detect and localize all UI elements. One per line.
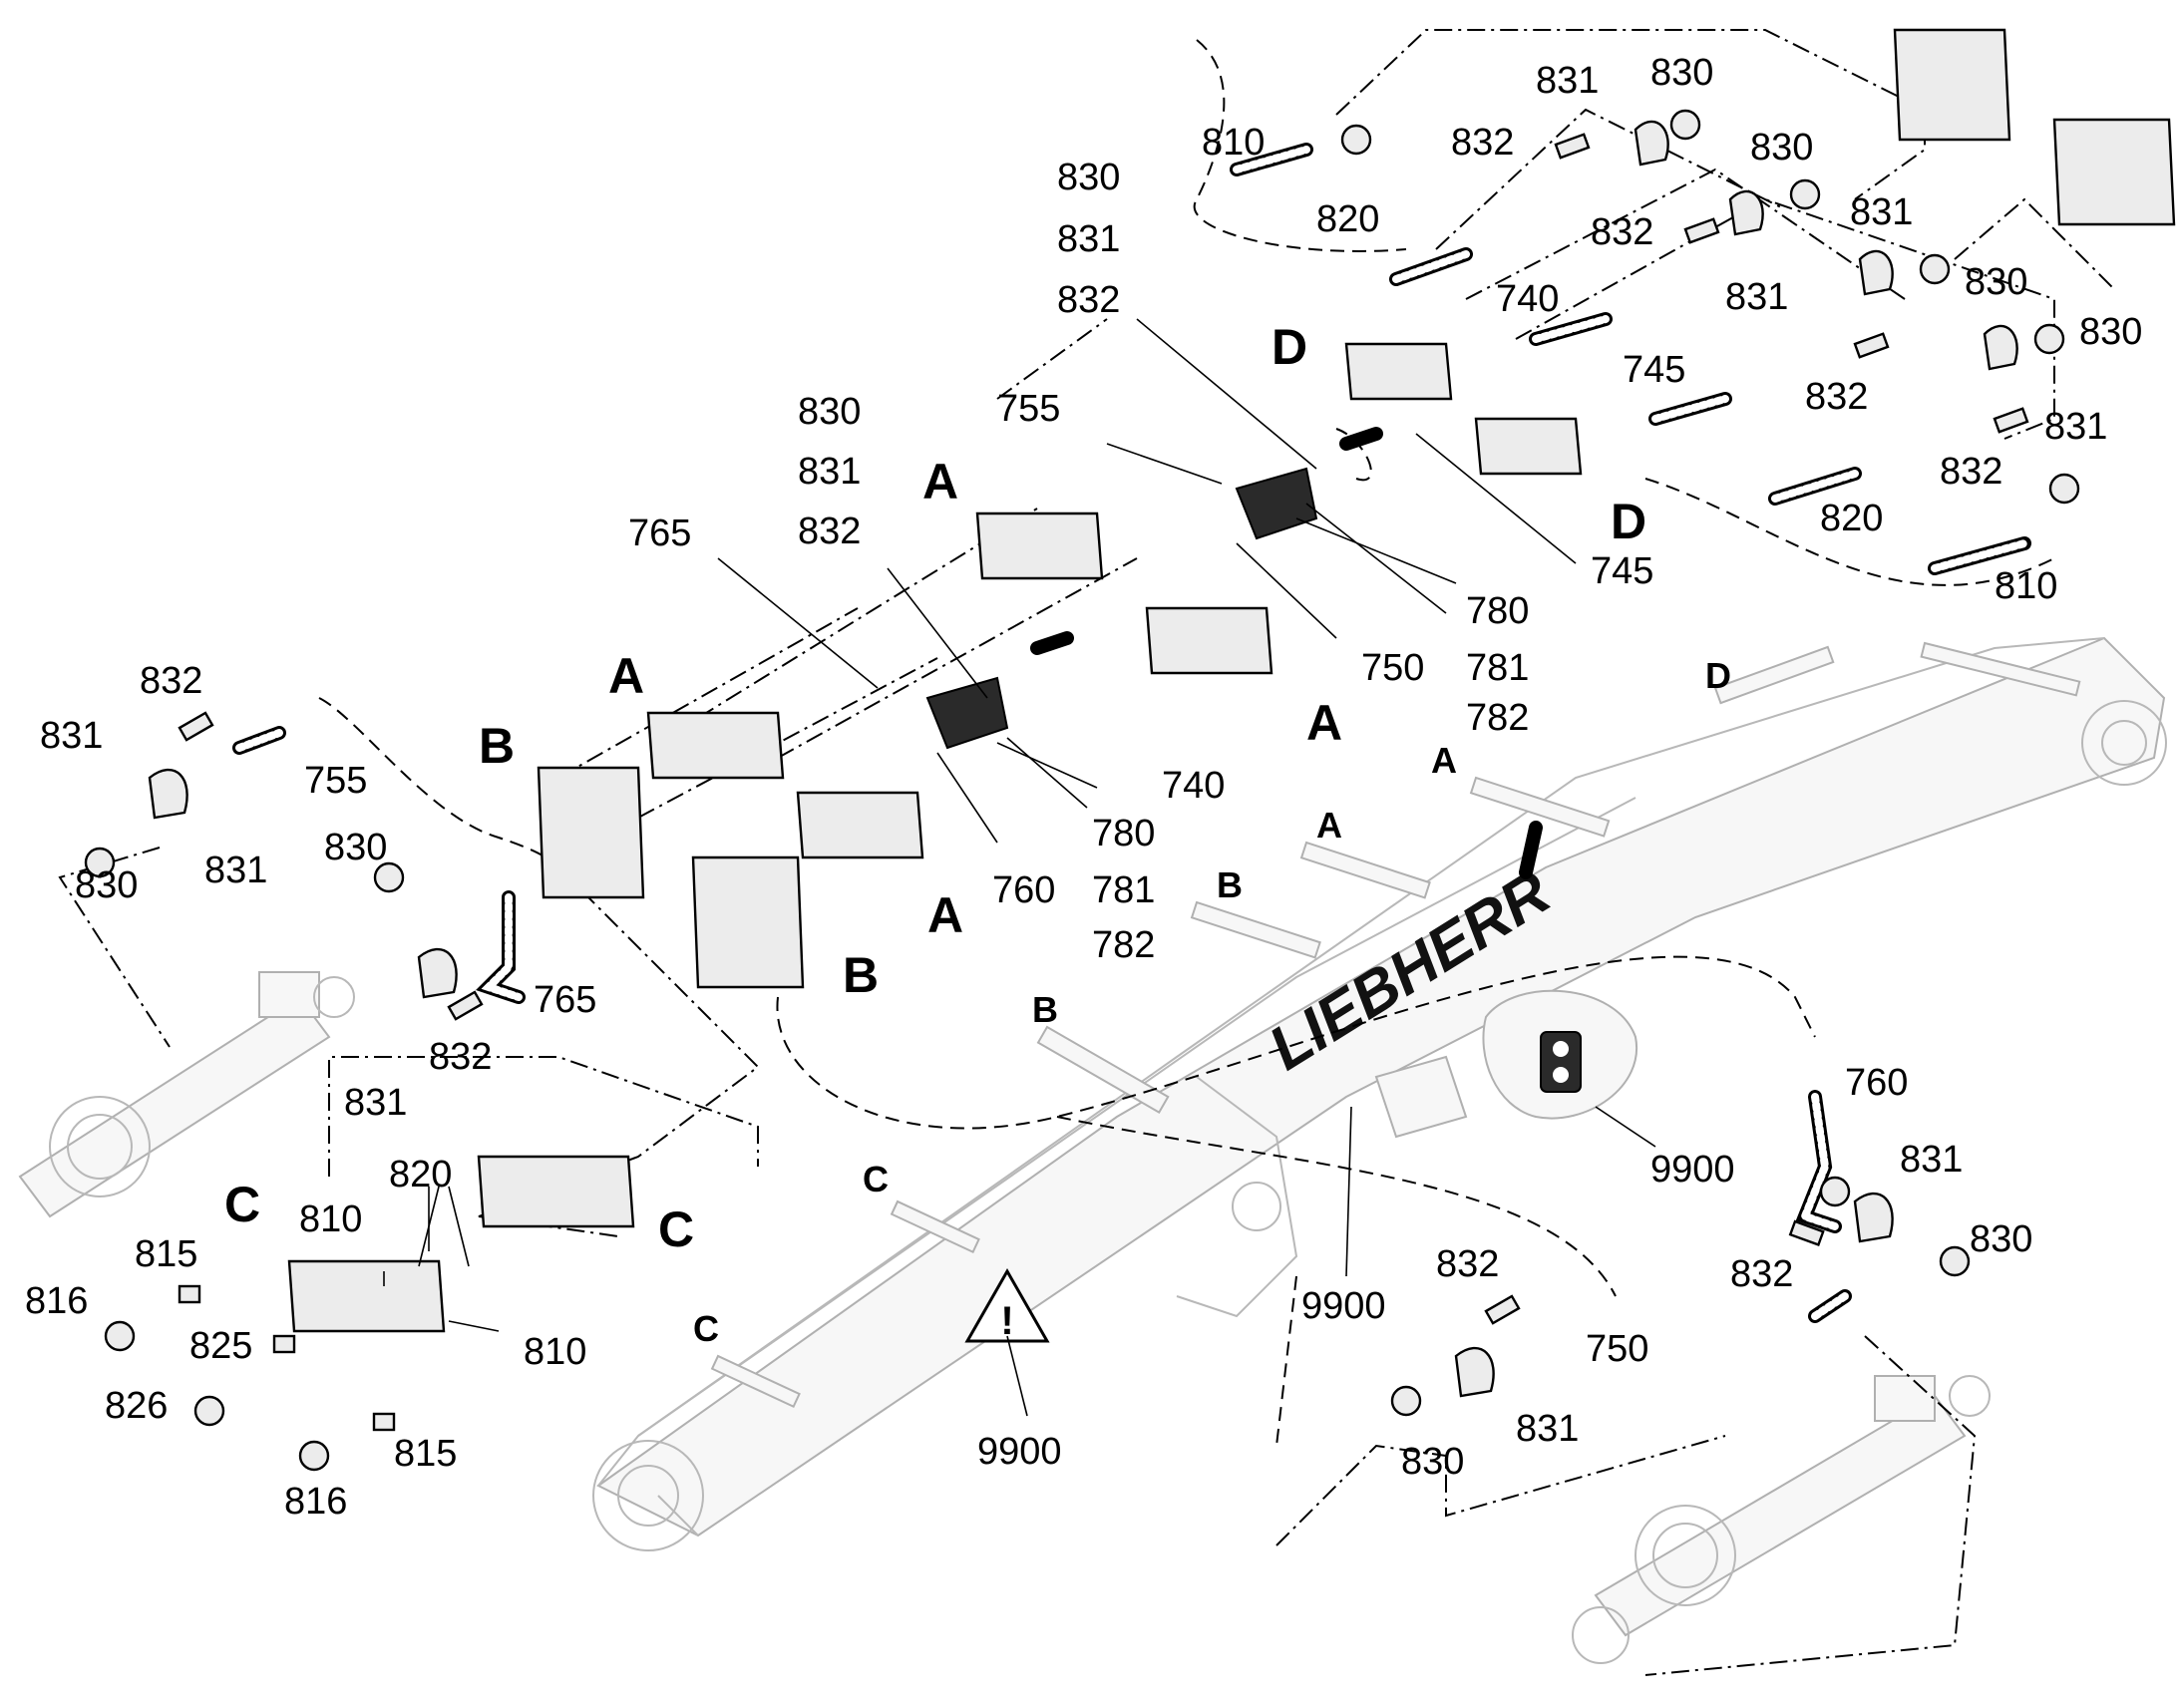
label-830: 830	[1401, 1441, 1464, 1483]
label-831: 831	[40, 715, 103, 757]
leader-lines	[383, 318, 1656, 1417]
label-832: 832	[798, 511, 861, 552]
label-831: 831	[344, 1082, 407, 1124]
section-b-boom-2: B	[1032, 989, 1058, 1030]
label-780: 780	[1466, 590, 1529, 632]
label-831: 831	[1850, 191, 1913, 233]
label-755: 755	[304, 760, 367, 802]
label-832: 832	[1436, 1243, 1499, 1285]
label-750: 750	[1361, 647, 1424, 689]
section-d-mid: D	[1611, 494, 1646, 549]
label-740: 740	[1162, 765, 1225, 807]
label-810: 810	[524, 1331, 586, 1373]
label-832: 832	[1591, 211, 1653, 253]
label-830: 830	[2079, 311, 2142, 353]
label-745: 745	[1591, 550, 1653, 592]
section-a-1: A	[922, 454, 958, 510]
section-b-2: B	[843, 947, 879, 1003]
left-cylinder	[18, 971, 355, 1218]
label-832: 832	[1730, 1253, 1793, 1295]
section-a-boom-1: A	[1431, 740, 1457, 781]
label-831: 831	[1900, 1139, 1963, 1181]
section-c-1: C	[224, 1177, 260, 1232]
label-830: 830	[75, 864, 138, 906]
section-c-boom-2: C	[693, 1308, 719, 1349]
clamp-blocks	[287, 28, 2176, 1333]
label-831: 831	[1725, 276, 1788, 318]
label-9900: 9900	[977, 1431, 1062, 1473]
label-9900: 9900	[1301, 1285, 1386, 1327]
label-9900: 9900	[1650, 1149, 1735, 1191]
section-a-3: A	[1306, 695, 1342, 751]
section-letters: D D A A A A B B C C D A A B B C C	[224, 319, 1731, 1349]
label-810: 810	[1202, 122, 1265, 164]
hoses	[232, 143, 2031, 1323]
label-750: 750	[1586, 1328, 1648, 1370]
part-number-labels: 810 831 830 832 830 830 831 832 820 832 …	[25, 52, 2142, 1523]
label-816: 816	[25, 1280, 88, 1322]
label-745: 745	[1623, 349, 1685, 391]
valve-blocks	[925, 467, 1318, 750]
section-a-4: A	[927, 887, 963, 943]
label-780: 780	[1092, 813, 1155, 854]
label-831: 831	[1057, 218, 1120, 260]
label-830: 830	[1057, 157, 1120, 198]
label-831: 831	[1516, 1408, 1579, 1450]
label-815: 815	[394, 1433, 457, 1475]
label-831: 831	[204, 850, 267, 891]
label-815: 815	[135, 1233, 197, 1275]
label-781: 781	[1466, 647, 1529, 689]
label-830: 830	[1650, 52, 1713, 94]
route-lines	[58, 29, 2115, 1676]
warning-icon: !	[964, 1267, 1050, 1343]
section-c-boom-1: C	[863, 1159, 889, 1199]
label-820: 820	[1820, 498, 1883, 539]
right-cylinder	[1572, 1375, 1991, 1664]
label-765: 765	[534, 979, 596, 1021]
svg-text:!: !	[1000, 1299, 1013, 1343]
label-820: 820	[1316, 198, 1379, 240]
label-831: 831	[1536, 60, 1599, 102]
label-832: 832	[140, 660, 202, 702]
label-781: 781	[1092, 869, 1155, 911]
label-760: 760	[1845, 1062, 1908, 1104]
label-755: 755	[997, 388, 1060, 430]
section-b-boom-1: B	[1217, 864, 1243, 905]
label-740: 740	[1496, 278, 1559, 320]
label-832: 832	[1057, 279, 1120, 321]
label-832: 832	[1451, 122, 1514, 164]
section-d-top: D	[1272, 319, 1307, 375]
label-825: 825	[189, 1325, 252, 1367]
label-830: 830	[324, 827, 387, 868]
label-830: 830	[1750, 127, 1813, 169]
label-831: 831	[2044, 406, 2107, 448]
label-760: 760	[992, 869, 1055, 911]
label-810: 810	[1995, 565, 2057, 607]
label-830: 830	[1965, 261, 2027, 303]
boom-brackets	[710, 641, 2081, 1409]
label-820: 820	[389, 1154, 452, 1196]
section-b-1: B	[479, 718, 515, 774]
label-782: 782	[1092, 924, 1155, 966]
section-c-2: C	[658, 1201, 694, 1257]
section-d-boom: D	[1705, 655, 1731, 696]
label-826: 826	[105, 1385, 168, 1427]
label-830: 830	[1970, 1218, 2032, 1260]
label-832: 832	[1940, 451, 2002, 493]
label-831: 831	[798, 451, 861, 493]
small-parts	[84, 109, 2080, 1472]
label-832: 832	[429, 1036, 492, 1078]
label-765: 765	[628, 512, 691, 554]
label-832: 832	[1805, 376, 1868, 418]
label-830: 830	[798, 391, 861, 433]
label-816: 816	[284, 1481, 347, 1523]
label-810: 810	[299, 1198, 362, 1240]
section-a-2: A	[608, 648, 644, 704]
label-782: 782	[1466, 697, 1529, 739]
section-a-boom-2: A	[1316, 805, 1342, 846]
